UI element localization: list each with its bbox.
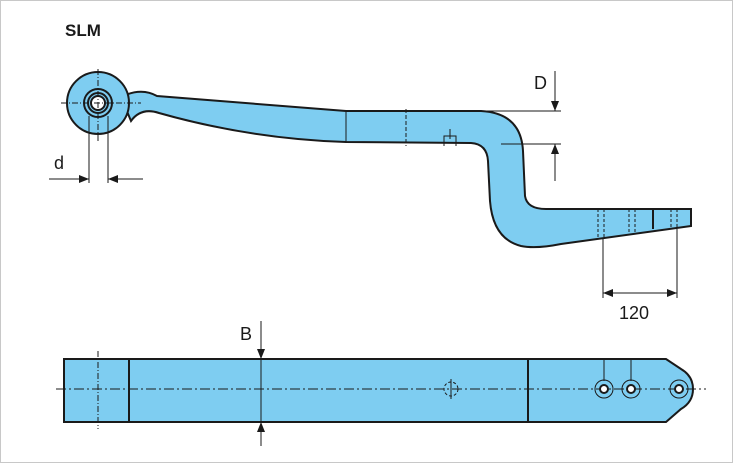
side-details [49, 69, 678, 298]
hole-3 [669, 379, 689, 399]
leaf-plan [63, 358, 695, 423]
plan-details [56, 321, 706, 446]
side-view [66, 71, 692, 249]
label-d: d [54, 153, 64, 173]
label-120: 120 [619, 303, 649, 323]
hole-2 [621, 359, 641, 399]
title: SLM [65, 21, 101, 40]
plan-view [63, 358, 695, 423]
label-B: B [240, 324, 252, 344]
leaf-side [119, 90, 692, 249]
hole-1 [594, 359, 614, 399]
label-D: D [534, 73, 547, 93]
